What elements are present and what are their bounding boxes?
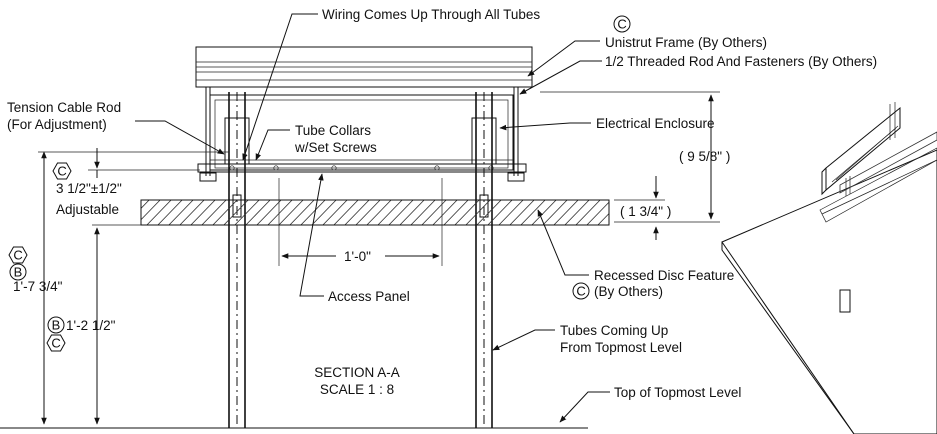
svg-text:C: C [51, 336, 60, 351]
isometric-view [721, 102, 937, 434]
dim-overall-height: 1'-7 3/4" [13, 279, 63, 294]
callout-recessed-disc-line1: Recessed Disc Feature [594, 268, 734, 283]
hatch-line [300, 200, 326, 225]
tube-left [224, 92, 250, 428]
callout-electrical-enclosure: Electrical Enclosure [596, 116, 715, 131]
hatch-line [421, 200, 447, 225]
revision-mark-c-lower: C [46, 334, 66, 352]
callout-top-level: Top of Topmost Level [614, 385, 741, 400]
hatch-line [388, 200, 414, 225]
hatch-line [333, 200, 359, 225]
hatch-line [146, 200, 172, 225]
callout-tube-collars-line1: Tube Collars [295, 123, 371, 138]
hatch-line [355, 200, 381, 225]
dim-adjustable-label: Adjustable [56, 202, 119, 217]
svg-text:B: B [14, 265, 23, 280]
hatch-line [212, 200, 238, 225]
revision-mark-c-adjustable: C [52, 162, 72, 180]
hatch-line [322, 200, 348, 225]
hatch-line [201, 200, 227, 225]
dim-lower-height: 1'-2 1/2" [66, 318, 116, 333]
hatch-line [141, 200, 161, 221]
svg-text:C: C [13, 248, 22, 263]
callout-tension-rod-line2: (For Adjustment) [7, 117, 107, 132]
section-title: SECTION A-A [314, 365, 400, 380]
hatch-line [311, 200, 337, 225]
hatch-line [223, 200, 249, 225]
hatch-line [487, 200, 513, 225]
hatch-line [245, 200, 271, 225]
hatch-line [498, 200, 524, 225]
hatch-line [278, 200, 304, 225]
threaded-rods [199, 87, 525, 182]
hatch-line [377, 200, 403, 225]
leader-lines [135, 13, 610, 423]
callout-recessed-disc-line2: (By Others) [594, 284, 663, 299]
hatch-line [531, 200, 557, 225]
hatch-line [366, 200, 392, 225]
hatch-line [575, 200, 601, 225]
hatch-line [234, 200, 260, 225]
revision-mark-c-overall: C [8, 246, 28, 264]
hatch-line [542, 200, 568, 225]
tube-right [471, 92, 497, 428]
callout-threaded-rod: 1/2 Threaded Rod And Fasteners (By Other… [605, 54, 877, 69]
section-scale: SCALE 1 : 8 [320, 382, 394, 397]
callout-tube-collars-line2: w/Set Screws [294, 140, 377, 155]
hatch-line [509, 200, 535, 225]
unistrut-frame [195, 46, 533, 88]
hatch-line [168, 200, 194, 225]
callout-unistrut: Unistrut Frame (By Others) [605, 35, 767, 50]
dim-enclosure-height: ( 9 5/8" ) [679, 149, 730, 164]
revision-mark-c-disc: C [572, 282, 590, 300]
hatch-line [443, 200, 469, 225]
callout-tension-rod-line1: Tension Cable Rod [7, 100, 121, 115]
hatch-line [454, 200, 480, 225]
hatch-line [586, 201, 609, 225]
hatch-line [399, 200, 425, 225]
hatch-line [157, 200, 183, 225]
hatch-line [476, 200, 502, 225]
recessed-disc-slab [140, 199, 610, 226]
callout-access-panel: Access Panel [328, 289, 410, 304]
hatch-line [141, 200, 150, 209]
dim-adjustable-value: 3 1/2"±1/2" [56, 181, 122, 196]
revision-mark-b-lower: B [47, 316, 65, 334]
callout-wiring: Wiring Comes Up Through All Tubes [322, 7, 540, 22]
hatch-line [520, 200, 546, 225]
hatch-line [465, 200, 491, 225]
svg-text:C: C [617, 17, 626, 32]
dim-panel-width: 1'-0" [344, 249, 371, 264]
hatch-line [190, 200, 216, 225]
callout-tubes-coming-line1: Tubes Coming Up [560, 323, 668, 338]
svg-text:C: C [57, 164, 66, 179]
hatch-line [432, 200, 458, 225]
hatch-line [597, 212, 609, 225]
dimension-lines [38, 91, 720, 425]
hatch-line [410, 200, 436, 225]
svg-text:C: C [576, 284, 585, 299]
revision-mark-c-top: C [613, 15, 631, 33]
revision-marks: C C C B B C C [8, 15, 631, 352]
hatch-line [179, 200, 205, 225]
svg-text:B: B [52, 318, 61, 333]
hatch-line [564, 200, 590, 225]
hatch-line [553, 200, 579, 225]
callout-tubes-coming-line2: From Topmost Level [560, 340, 682, 355]
revision-mark-b-overall: B [9, 263, 27, 281]
hatch-line [289, 200, 315, 225]
hatch-line [267, 200, 293, 225]
hatch-line [344, 200, 370, 225]
dim-disc-thickness: ( 1 3/4" ) [620, 204, 671, 219]
